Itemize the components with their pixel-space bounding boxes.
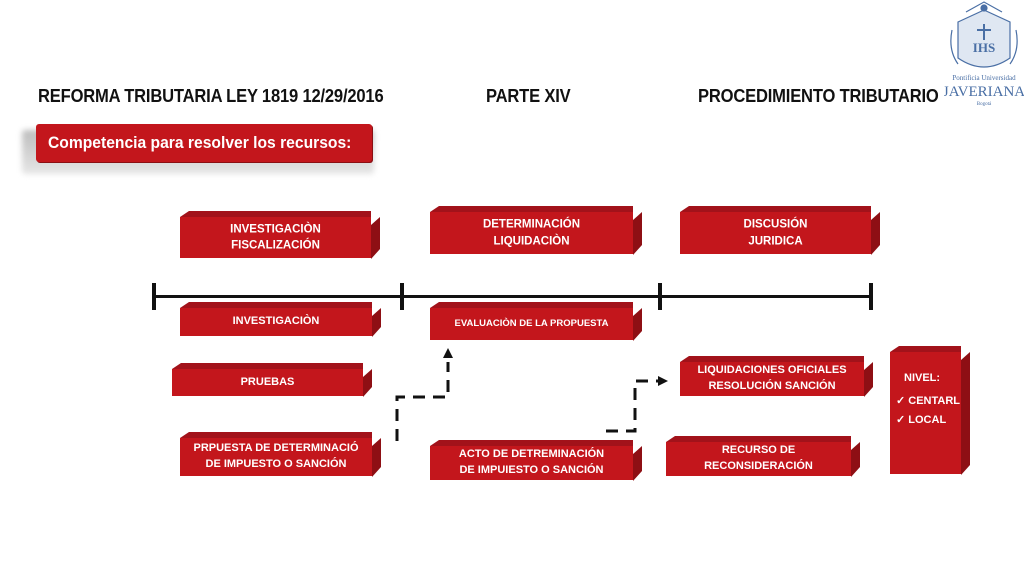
arrowhead-up-icon xyxy=(443,348,453,358)
step-propuesta-line2: DE IMPUESTO O SANCIÓN xyxy=(205,458,347,470)
nivel-content: NIVEL: ✓ CENTARL ✓ LOCAL xyxy=(896,372,960,426)
dashed-connector-1 xyxy=(395,362,450,441)
nivel-item-label: LOCAL xyxy=(908,414,947,426)
nivel-title: NIVEL: xyxy=(904,372,941,384)
header-procedure: PROCEDIMIENTO TRIBUTARIO xyxy=(698,86,939,106)
logo-line1: Pontificia Universidad xyxy=(952,74,1016,82)
timeline-tick-1 xyxy=(152,283,156,310)
step-investigacion-label: INVESTIGACIÒN xyxy=(232,315,320,328)
step-acto-box: ACTO DE DETREMINACIÓN DE IMPUIESTO O SANC… xyxy=(430,440,633,480)
subtitle-box: Competencia para resolver los recursos: xyxy=(36,124,372,162)
stage-discusion-line2: JURIDICA xyxy=(748,235,803,247)
step-propuesta-box: PRPUESTA DE DETERMINACIÓ DE IMPUESTO O SA… xyxy=(180,432,372,476)
logo-line2: JAVERIANA xyxy=(944,84,1024,100)
arrowhead-right-icon xyxy=(658,376,668,386)
stage-investigacion-box: INVESTIGACIÒN FISCALIZACIÓN xyxy=(180,211,371,258)
step-investigacion-box: INVESTIGACIÒN xyxy=(180,302,372,336)
nivel-item: ✓ CENTARL xyxy=(896,394,960,407)
subtitle-banner: Competencia para resolver los recursos: xyxy=(22,124,374,174)
step-evaluacion-label: EVALUACIÒN DE LA PROPUESTA xyxy=(454,318,609,330)
timeline-tick-3 xyxy=(658,283,662,310)
header-part: PARTE XIV xyxy=(486,86,571,106)
stage-investigacion-line1: INVESTIGACIÒN xyxy=(230,222,321,235)
check-icon: ✓ xyxy=(896,414,906,426)
step-liquidaciones-box: LIQUIDACIONES OFICIALES RESOLUCIÓN SANCIÓ… xyxy=(680,356,864,396)
header-law-title: REFORMA TRIBUTARIA LEY 1819 12/29/2016 xyxy=(38,86,384,106)
step-recurso-line2: RECONSIDERACIÓN xyxy=(704,460,813,472)
stage-determinacion-line2: LIQUIDACIÒN xyxy=(493,235,570,247)
timeline-tick-4 xyxy=(869,283,873,310)
step-pruebas-box: PRUEBAS xyxy=(172,363,363,396)
timeline-tick-2 xyxy=(400,283,404,310)
nivel-box: NIVEL: ✓ CENTARL ✓ LOCAL xyxy=(890,346,961,474)
dashed-connector-2 xyxy=(606,379,660,433)
logo-line3: Bogotá xyxy=(977,102,992,107)
nivel-list: ✓ CENTARL ✓ LOCAL xyxy=(896,394,960,426)
step-propuesta-line1: PRPUESTA DE DETERMINACIÓ xyxy=(193,442,359,455)
check-icon: ✓ xyxy=(896,395,906,407)
step-recurso-box: RECURSO DE RECONSIDERACIÓN xyxy=(666,436,851,476)
stage-investigacion-line2: FISCALIZACIÓN xyxy=(231,239,320,252)
step-liquidaciones-line2: RESOLUCIÓN SANCIÓN xyxy=(708,380,836,392)
step-pruebas-label: PRUEBAS xyxy=(240,375,295,388)
step-recurso-line1: RECURSO DE xyxy=(721,444,796,457)
subtitle-text: Competencia para resolver los recursos: xyxy=(48,133,352,152)
step-evaluacion-box: EVALUACIÒN DE LA PROPUESTA xyxy=(430,302,633,340)
step-acto-line2: DE IMPUIESTO O SANCIÓN xyxy=(459,464,604,476)
timeline-line xyxy=(153,295,871,298)
step-acto-line1: ACTO DE DETREMINACIÓN xyxy=(458,448,605,461)
nivel-item-label: CENTARL xyxy=(908,395,961,407)
stage-determinacion-line1: DETERMINACIÓN xyxy=(482,218,581,231)
step-liquidaciones-line1: LIQUIDACIONES OFICIALES xyxy=(697,364,847,377)
stage-discusion-line1: DISCUSIÓN xyxy=(743,218,808,231)
university-logo: IHS Pontificia Universidad JAVERIANA Bog… xyxy=(943,0,1024,108)
stage-determinacion-box: DETERMINACIÓN LIQUIDACIÒN xyxy=(430,206,633,254)
logo-monogram: IHS xyxy=(973,40,995,55)
nivel-item: ✓ LOCAL xyxy=(896,413,960,426)
stage-discusion-box: DISCUSIÓN JURIDICA xyxy=(680,206,871,254)
